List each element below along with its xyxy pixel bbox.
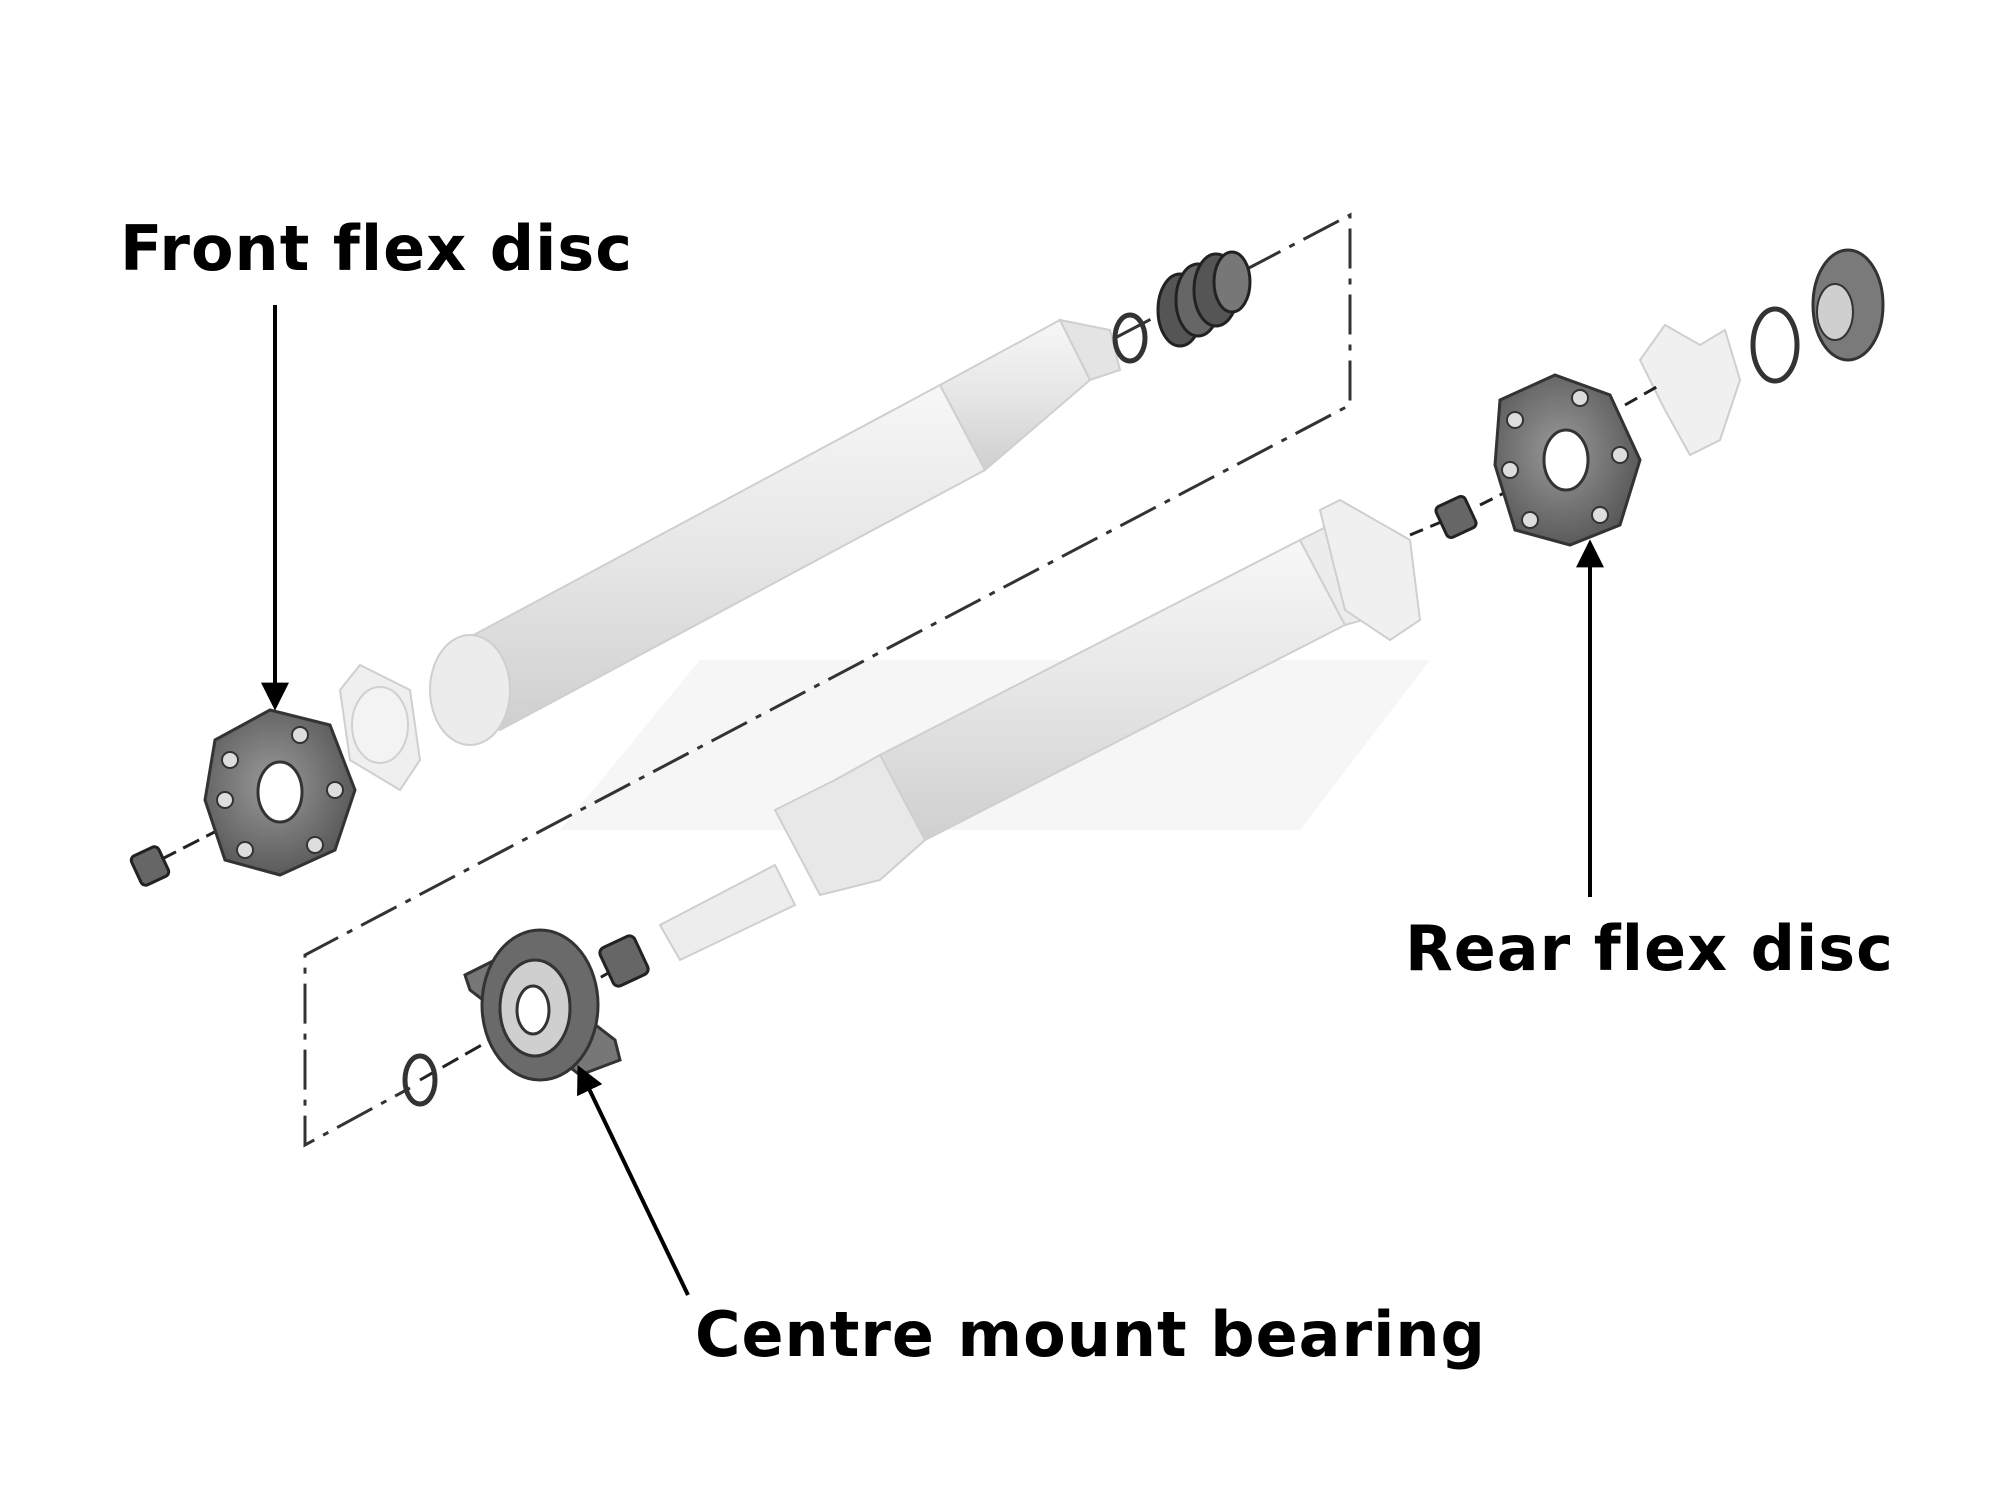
rear-diff-flange xyxy=(1638,323,1742,457)
rear-shaft-stub xyxy=(658,863,797,962)
front-flange-hub xyxy=(351,686,409,764)
centre-bolt-line xyxy=(419,953,641,1082)
centre-mount-bearing-arrow xyxy=(577,1064,690,1296)
front-driveshaft xyxy=(338,318,1122,792)
rear-flex-disc-center xyxy=(1542,428,1590,492)
centre-spacer xyxy=(598,934,650,988)
front-sleeve-boot xyxy=(1112,250,1252,364)
sleeve-oring xyxy=(1112,312,1148,364)
front-shaft-spline xyxy=(1058,318,1122,382)
dash-line-top xyxy=(303,212,1352,1148)
front-flex-disc-label: Front flex disc xyxy=(120,212,634,285)
rear-output-parts xyxy=(1624,248,1885,457)
rear-flange xyxy=(1318,498,1422,642)
rear-shaft-ujoint xyxy=(773,753,927,897)
front-nut xyxy=(129,845,171,887)
front-flex-disc xyxy=(129,708,357,887)
centre-bearing-bore xyxy=(515,984,551,1036)
rear-driveshaft xyxy=(658,498,1422,962)
centre-mount-bearing-label: Centre mount bearing xyxy=(695,1298,1486,1371)
front-shaft-end-boss xyxy=(429,634,511,746)
front-flex-disc-center xyxy=(256,760,304,824)
centre-mount-bearing xyxy=(402,928,650,1107)
callout-arrows xyxy=(261,305,1604,1296)
centre-oring xyxy=(402,1053,438,1107)
rear-flex-disc-label: Rear flex disc xyxy=(1405,912,1894,985)
rear-flex-disc xyxy=(1493,373,1642,547)
rear-oring xyxy=(1750,306,1800,384)
sleeve-bellows xyxy=(1156,250,1252,348)
